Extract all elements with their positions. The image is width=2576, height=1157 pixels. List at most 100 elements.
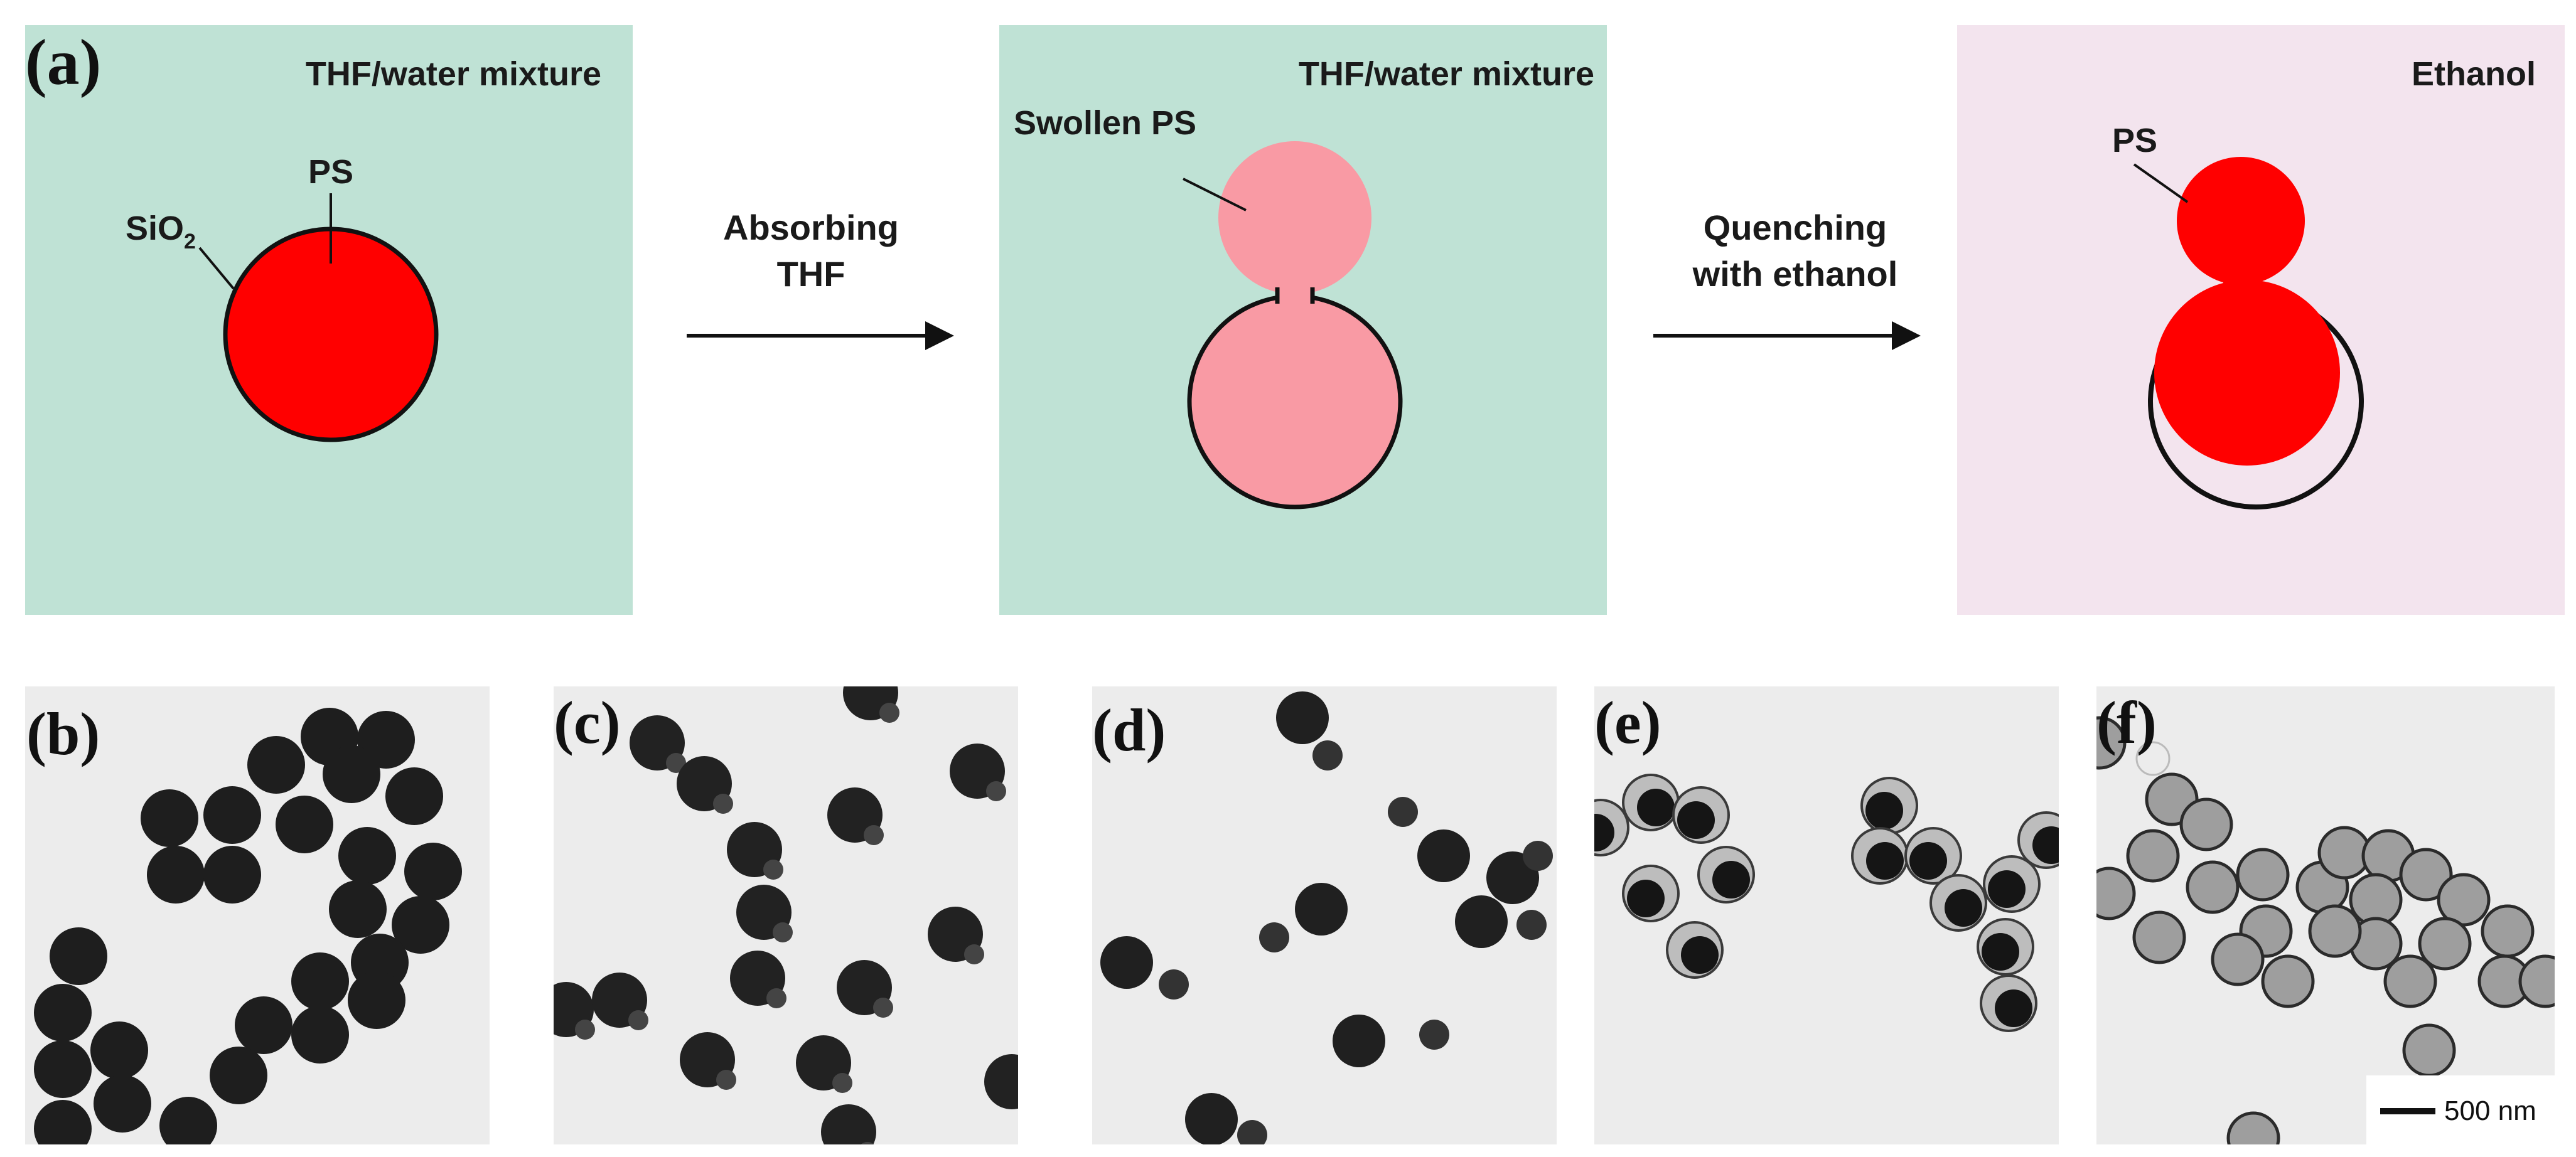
tem-particle [338,827,396,885]
tem-core [1945,889,1982,927]
tem-particle [34,984,92,1042]
tem-particle-bulge [964,944,984,964]
scheme-diagram: THF/water mixture PS SiO2 Absorbing THF … [25,25,2565,615]
tem-particle [147,846,205,904]
tem-shell [2418,917,2472,971]
tem-particle-bulge [861,1142,874,1144]
tem-core [1681,936,1719,974]
tem-core [1995,989,2032,1027]
tem-shell [2383,954,2437,1008]
box1-ps-label: PS [308,153,353,191]
tem-core [1712,861,1750,898]
box1-sio2-label: SiO2 [126,210,196,253]
tem-particle-bulge [575,1020,595,1040]
box3-ps-bulb [2177,157,2305,285]
box1-sio2-label-main: SiO [126,210,184,247]
tem-particle-small [1259,922,1289,952]
tem-core [1677,801,1715,839]
panel-a-label: (a) [25,26,102,99]
tem-particle [323,745,380,803]
tem-particle [210,1047,267,1104]
box1-sio2-leader [198,247,235,290]
tem-particle-bulge [666,753,686,773]
tem-particle-bulge [832,1073,852,1093]
tem-shell [2261,954,2315,1008]
tem-particle-small [1523,841,1553,871]
tem-particle [34,1040,92,1098]
tem-image-c [554,686,1018,1144]
tem-particle-bulge [713,794,733,814]
tem-particle [1295,883,1348,936]
tem-panel-c: (c) [554,686,1018,1144]
tem-panel-b: (b) [25,686,490,1144]
tem-panel-e: (e) [1594,686,2059,1144]
tem-particle [94,1075,151,1133]
tem-particle [291,1006,349,1064]
panel-c-label: (c) [554,689,621,756]
box1-medium-label: THF/water mixture [306,55,601,93]
tem-shell [2211,932,2265,986]
tem-particle [1333,1015,1385,1067]
tem-core [1866,842,1904,880]
arrow1-head [925,321,954,350]
tem-core [1637,789,1675,826]
tem-core [1627,880,1665,917]
tem-particle [203,786,261,844]
box2-particle-core [1187,294,1403,509]
tem-particle-bulge [716,1070,736,1090]
tem-shell [2308,904,2362,958]
panel-d-label: (d) [1092,696,1166,764]
tem-particle-small [1516,910,1547,940]
tem-image-e [1594,686,2059,1144]
box2-swollen-label: Swollen PS [1014,104,1196,142]
tem-shell [2179,797,2233,851]
arrow2-label-line2: with ethanol [1692,254,1898,294]
tem-particle [141,789,198,847]
box2-swollen-leader [1183,178,1247,211]
tem-particle [1417,829,1470,882]
panel-f-label: (f) [2096,689,2157,756]
tem-particle-small [1159,969,1189,1000]
tem-particle [329,880,387,938]
tem-shell [2126,829,2180,883]
tem-particle-bulge [763,860,783,880]
tem-particle-small [1419,1020,1449,1050]
tem-particle [90,1021,148,1079]
tem-shell [2402,1023,2456,1077]
box3-ps-leader [2133,163,2189,203]
tem-particle-small [1312,740,1343,770]
tem-faint-ring [2135,741,2171,776]
panel-e-label: (e) [1594,689,1661,756]
arrow1-label-line2: THF [777,254,845,294]
tem-particle [984,1054,1018,1109]
tem-shell [2236,848,2290,902]
box3-medium-label: Ethanol [2412,55,2536,93]
tem-particle [291,952,349,1010]
box2-neck [1277,285,1312,311]
tem-particle [247,736,305,794]
tem-shell [2096,866,2136,920]
tem-particle [159,1097,217,1144]
tem-core [1988,870,2026,908]
tem-shell [2132,910,2186,964]
tem-particle [1100,936,1153,989]
tem-particle [392,896,449,954]
tem-particle-bulge [766,988,786,1008]
tem-particle-bulge [879,703,899,723]
scale-bar-line [2380,1108,2435,1114]
tem-core [1909,842,1947,880]
tem-particle [203,846,261,904]
tem-core [1594,814,1614,851]
tem-particle [235,996,292,1054]
scale-bar: 500 nm [2366,1075,2555,1144]
tem-shell [2226,1111,2280,1144]
panel-b-label: (b) [26,700,100,767]
tem-particle-small [1237,1120,1267,1144]
tem-particle-bulge [873,998,893,1018]
scale-bar-label: 500 nm [2444,1096,2536,1126]
tem-image-f [2096,686,2555,1144]
box2-swollen-ps-bulb [1218,141,1371,294]
arrow1-label-line1: Absorbing [723,208,899,247]
arrow2-label-line1: Quenching [1704,208,1887,247]
tem-panel-f: (f) 500 nm [2096,686,2555,1144]
